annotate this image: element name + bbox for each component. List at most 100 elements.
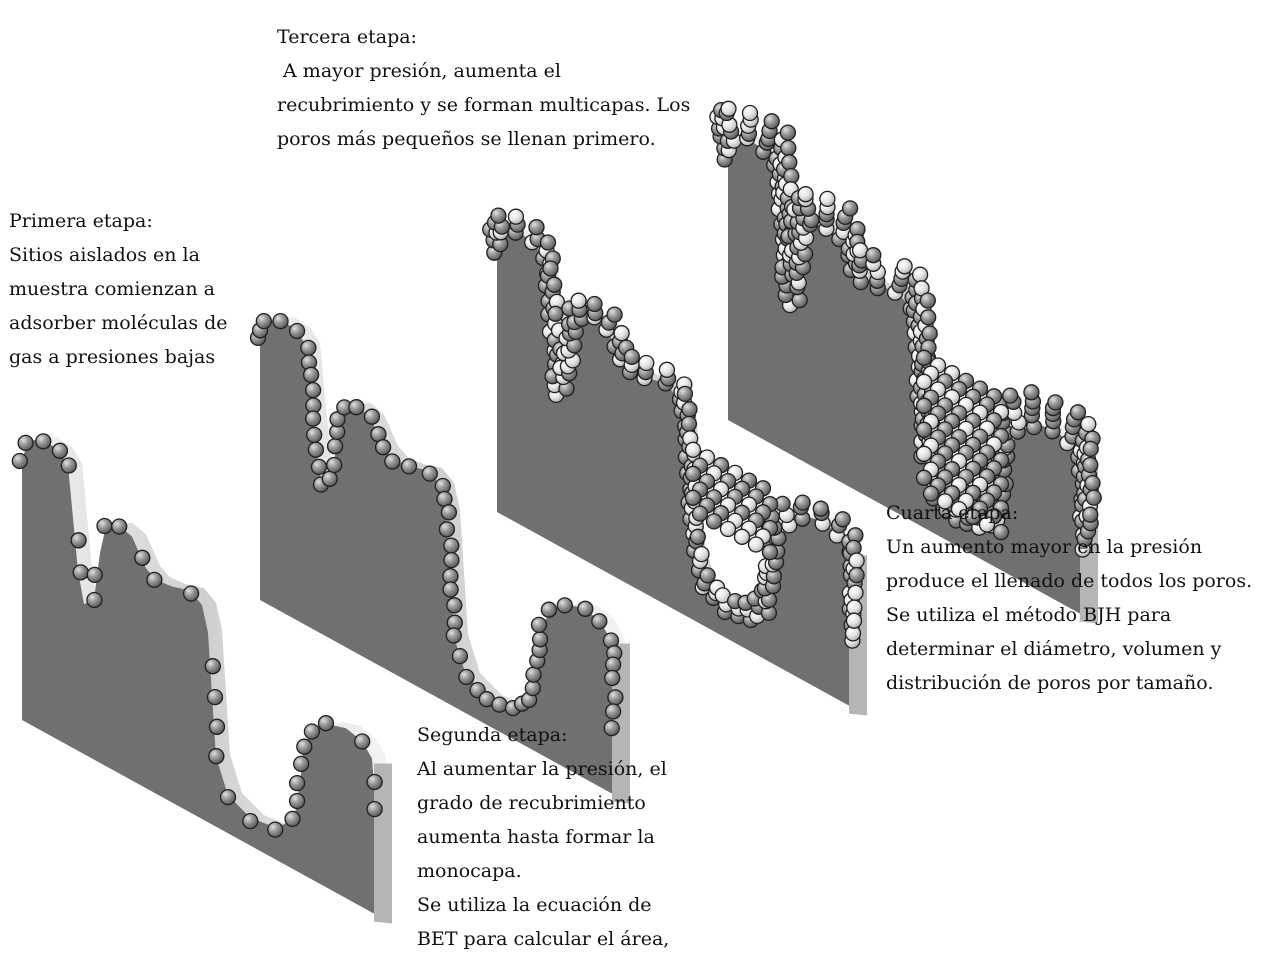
- caption-stage-4-line: Se utiliza el método BJH para: [886, 598, 1252, 632]
- gas-molecule: [849, 553, 864, 568]
- gas-molecule: [917, 350, 932, 365]
- gas-molecule: [749, 537, 764, 552]
- gas-molecule: [1003, 388, 1018, 403]
- gas-molecule: [327, 458, 342, 473]
- gas-molecule: [682, 402, 697, 417]
- gas-molecule: [813, 501, 828, 516]
- gas-molecule: [578, 601, 593, 616]
- caption-stage-1-title: Primera etapa:: [9, 204, 228, 238]
- gas-molecule: [917, 470, 932, 485]
- gas-molecule: [18, 435, 33, 450]
- caption-stage-4-line: distribución de poros por tamaño.: [886, 666, 1252, 700]
- gas-molecule: [446, 628, 461, 643]
- gas-molecule: [73, 565, 88, 580]
- caption-stage-3-line: recubrimiento y se forman multicapas. Lo…: [277, 88, 690, 122]
- gas-molecule: [795, 495, 810, 510]
- gas-molecule: [847, 613, 862, 628]
- gas-molecule: [268, 822, 283, 837]
- gas-molecule: [294, 756, 309, 771]
- gas-molecule: [422, 466, 437, 481]
- gas-molecule: [319, 716, 334, 731]
- gas-molecule: [532, 617, 547, 632]
- gas-molecule: [61, 458, 76, 473]
- gas-molecule: [367, 775, 382, 790]
- gas-molecule: [606, 704, 621, 719]
- gas-molecule: [681, 416, 696, 431]
- gas-molecule: [312, 459, 327, 474]
- caption-stage-2-line: aumenta hasta formar la: [417, 820, 669, 854]
- gas-molecule: [273, 314, 288, 329]
- gas-molecule: [184, 586, 199, 601]
- gas-molecule: [764, 114, 779, 129]
- gas-molecule: [571, 293, 586, 308]
- gas-molecule: [686, 490, 701, 505]
- gas-molecule: [743, 106, 758, 121]
- gas-molecule: [328, 439, 343, 454]
- gas-molecule: [820, 191, 835, 206]
- gas-molecule: [322, 471, 337, 486]
- caption-stage-2-line: monocapa.: [417, 854, 669, 888]
- gas-molecule: [376, 440, 391, 455]
- gas-molecule: [735, 529, 750, 544]
- gas-molecule: [444, 538, 459, 553]
- gas-molecule: [1081, 417, 1096, 432]
- gas-molecule: [210, 719, 225, 734]
- caption-stage-1-line: gas a presiones bajas: [9, 340, 228, 374]
- gas-molecule: [917, 374, 932, 389]
- gas-molecule: [1083, 441, 1098, 456]
- gas-molecule: [592, 614, 607, 629]
- gas-molecule: [1024, 385, 1039, 400]
- gas-molecule: [920, 293, 935, 308]
- gas-molecule: [209, 749, 224, 764]
- gas-molecule: [508, 209, 523, 224]
- gas-molecule: [922, 326, 937, 341]
- caption-stage-1-line: Sitios aislados en la: [9, 238, 228, 272]
- gas-molecule: [780, 125, 795, 140]
- gas-molecule: [917, 398, 932, 413]
- gas-molecule: [443, 582, 458, 597]
- gas-molecule: [782, 155, 797, 170]
- gas-molecule: [693, 506, 708, 521]
- gas-molecule: [290, 794, 305, 809]
- gas-molecule: [1048, 395, 1063, 410]
- gas-molecule: [849, 568, 864, 583]
- gas-molecule: [917, 422, 932, 437]
- caption-stage-4-line: produce el llenado de todos los poros.: [886, 564, 1252, 598]
- caption-stage-1-line: adsorber moléculas de: [9, 306, 228, 340]
- gas-molecule: [721, 101, 736, 116]
- caption-stage-2-title: Segunda etapa:: [417, 718, 669, 752]
- gas-molecule: [525, 681, 540, 696]
- gas-molecule: [659, 362, 674, 377]
- caption-stage-4-line: determinar el diámetro, volumen y: [886, 632, 1252, 666]
- gas-molecule: [444, 553, 459, 568]
- gas-molecule: [606, 657, 621, 672]
- gas-molecule: [677, 386, 692, 401]
- gas-molecule: [1083, 458, 1098, 473]
- caption-stage-4-line: Un aumento mayor en la presión: [886, 530, 1252, 564]
- gas-molecule: [306, 411, 321, 426]
- gas-molecule: [290, 324, 305, 339]
- gas-molecule: [205, 659, 220, 674]
- gas-molecule: [71, 533, 86, 548]
- gas-molecule: [256, 314, 271, 329]
- gas-molecule: [87, 593, 102, 608]
- gas-molecule: [87, 567, 102, 582]
- gas-molecule: [848, 585, 863, 600]
- gas-molecule: [243, 814, 258, 829]
- gas-molecule: [917, 446, 932, 461]
- gas-molecule: [452, 649, 467, 664]
- gas-molecule: [557, 598, 572, 613]
- gas-molecule: [533, 632, 548, 647]
- gas-molecule: [721, 522, 736, 537]
- gas-molecule: [308, 442, 323, 457]
- gas-molecule: [492, 697, 507, 712]
- gas-molecule: [624, 349, 639, 364]
- gas-molecule: [543, 261, 558, 276]
- gas-molecule: [112, 519, 127, 534]
- caption-stage-3-line: poros más pequeños se llenan primero.: [277, 122, 690, 156]
- gas-molecule: [447, 598, 462, 613]
- gas-molecule: [307, 427, 322, 442]
- gas-molecule: [541, 602, 556, 617]
- gas-molecule: [52, 443, 67, 458]
- gas-molecule: [548, 306, 563, 321]
